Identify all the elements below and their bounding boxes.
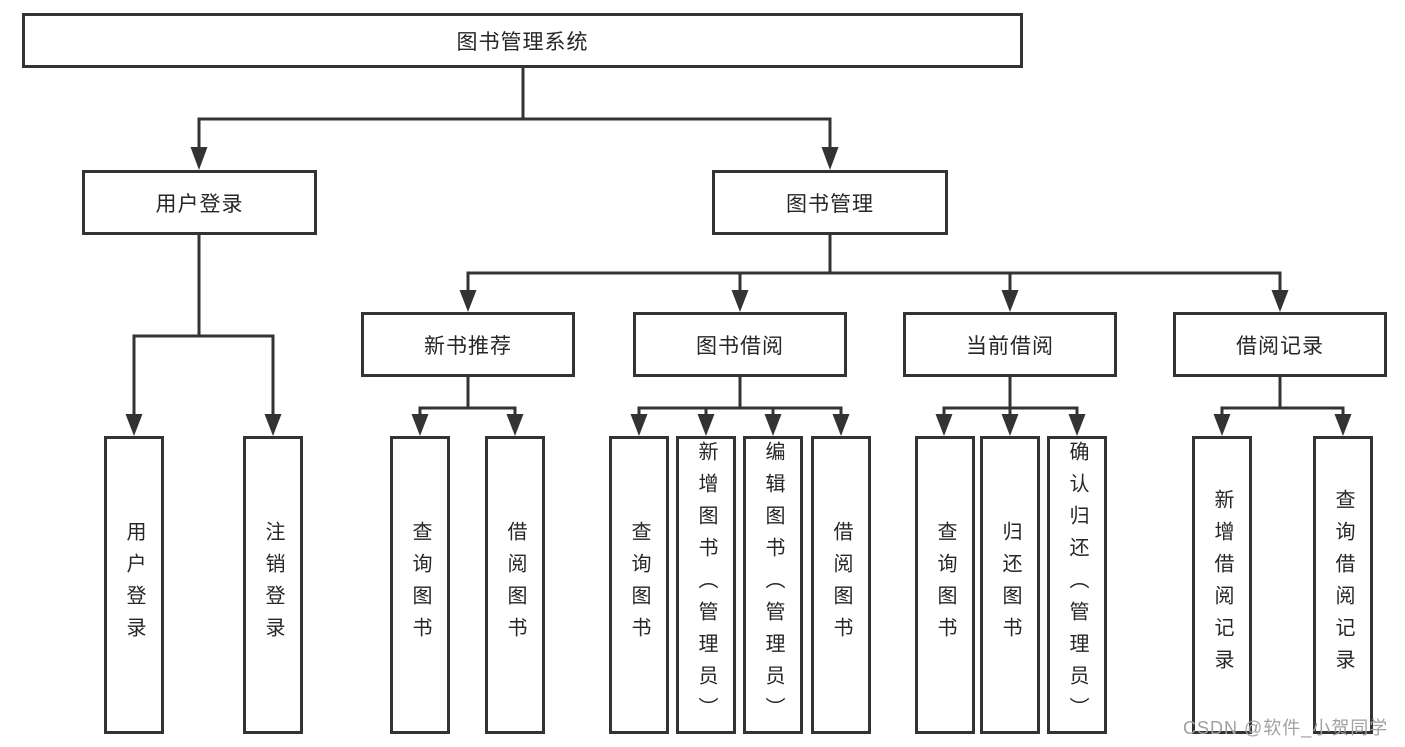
leaf-logout: 注销登录	[243, 436, 303, 734]
leaf-borrow-query-books-label: 查询图书	[628, 521, 650, 649]
leaf-borrow-add-books-admin-label: 新增图书（管理员）	[695, 441, 717, 729]
node-book-borrow: 图书借阅	[633, 312, 847, 377]
node-new-book-recommend: 新书推荐	[361, 312, 575, 377]
node-current-borrow-label: 当前借阅	[966, 334, 1054, 358]
node-book-management-label: 图书管理	[786, 192, 874, 216]
leaf-records-query-record-label: 查询借阅记录	[1332, 489, 1354, 681]
leaf-recommend-query-books-label: 查询图书	[409, 521, 431, 649]
leaf-borrow-borrow-books: 借阅图书	[811, 436, 871, 734]
node-root-label: 图书管理系统	[456, 30, 589, 54]
leaf-records-add-record: 新增借阅记录	[1192, 436, 1252, 734]
node-new-book-recommend-label: 新书推荐	[424, 334, 512, 358]
csdn-watermark: CSDN @软件_小贺同学	[1183, 718, 1389, 738]
node-current-borrow: 当前借阅	[903, 312, 1117, 377]
leaf-current-confirm-return-admin-label: 确认归还（管理员）	[1066, 441, 1088, 729]
node-borrow-records-label: 借阅记录	[1236, 334, 1324, 358]
leaf-user-login-label: 用户登录	[123, 521, 145, 649]
leaf-borrow-borrow-books-label: 借阅图书	[830, 521, 852, 649]
node-root: 图书管理系统	[22, 13, 1023, 68]
leaf-logout-label: 注销登录	[262, 521, 284, 649]
leaf-records-add-record-label: 新增借阅记录	[1211, 489, 1233, 681]
node-borrow-records: 借阅记录	[1173, 312, 1387, 377]
node-book-borrow-label: 图书借阅	[696, 334, 784, 358]
node-user-login-label: 用户登录	[155, 192, 244, 216]
leaf-current-return-books-label: 归还图书	[999, 521, 1021, 649]
leaf-recommend-query-books: 查询图书	[390, 436, 450, 734]
leaf-recommend-borrow-books: 借阅图书	[485, 436, 545, 734]
leaf-user-login: 用户登录	[104, 436, 164, 734]
leaf-current-query-books: 查询图书	[915, 436, 975, 734]
leaf-borrow-add-books-admin: 新增图书（管理员）	[676, 436, 736, 734]
leaf-borrow-edit-books-admin-label: 编辑图书（管理员）	[762, 441, 784, 729]
leaf-borrow-edit-books-admin: 编辑图书（管理员）	[743, 436, 803, 734]
node-book-management: 图书管理	[712, 170, 948, 235]
leaf-current-return-books: 归还图书	[980, 436, 1040, 734]
leaf-records-query-record: 查询借阅记录	[1313, 436, 1373, 734]
leaf-borrow-query-books: 查询图书	[609, 436, 669, 734]
node-user-login: 用户登录	[82, 170, 317, 235]
leaf-recommend-borrow-books-label: 借阅图书	[504, 521, 526, 649]
leaf-current-confirm-return-admin: 确认归还（管理员）	[1047, 436, 1107, 734]
leaf-current-query-books-label: 查询图书	[934, 521, 956, 649]
